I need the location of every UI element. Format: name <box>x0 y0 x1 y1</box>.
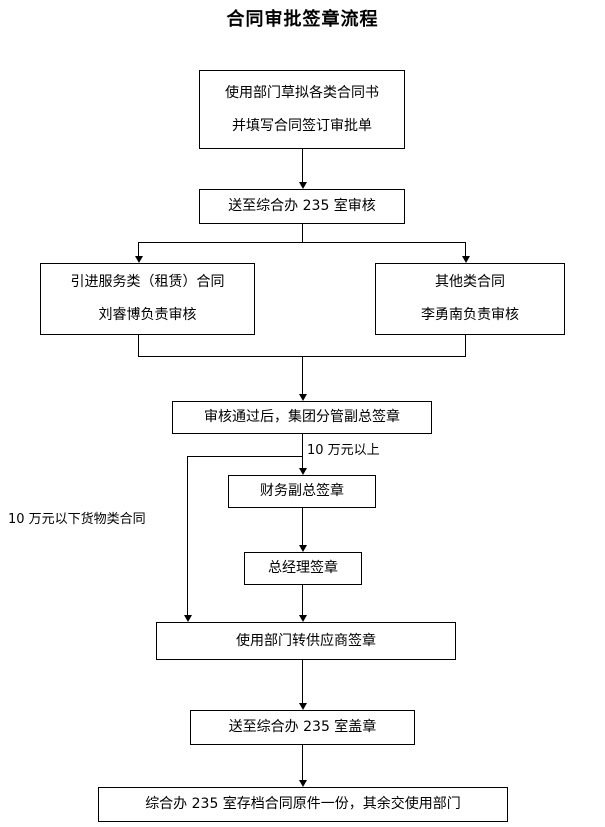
connector-draft-to-submit <box>302 149 303 182</box>
arrowhead-stamp-to-archive <box>299 780 307 787</box>
connector-merge-to-vp <box>302 356 303 394</box>
node-draft: 使用部门草拟各类合同书 并填写合同签订审批单 <box>199 70 405 149</box>
arrowhead-gm-to-supplier <box>299 615 307 622</box>
connector-supplier-to-stamp <box>302 660 303 703</box>
connector-submit-to-other <box>465 242 466 256</box>
node-draft-line2: 并填写合同签订审批单 <box>232 117 372 134</box>
node-other-contract-line2: 李勇南负责审核 <box>421 307 519 323</box>
node-archive-line1: 综合办 235 室存档合同原件一份，其余交使用部门 <box>145 796 461 813</box>
arrowhead-finance-to-gm <box>299 545 307 552</box>
edge-label-below-100k-goods: 10 万元以下货物类合同 <box>8 512 146 527</box>
node-finance-vp-sign: 财务副总签章 <box>228 475 376 508</box>
arrowhead-draft-to-submit <box>299 182 307 189</box>
node-submit-review-line1: 送至综合办 235 室审核 <box>228 198 376 215</box>
node-stamp-office: 送至综合办 235 室盖章 <box>190 710 415 745</box>
node-finance-vp-sign-line1: 财务副总签章 <box>260 483 344 500</box>
arrowhead-submit-to-other <box>462 256 470 263</box>
arrowhead-merge-to-vp <box>299 394 307 401</box>
connector-vp-split-bar <box>187 456 303 457</box>
connector-submit-split-stem <box>302 224 303 242</box>
connector-submit-split-bar <box>138 242 465 243</box>
node-gm-sign-line1: 总经理签章 <box>268 560 338 577</box>
node-lease-contract-line1: 引进服务类（租赁）合同 <box>70 274 225 291</box>
arrowhead-supplier-to-stamp <box>299 703 307 710</box>
connector-finance-to-gm <box>302 508 303 545</box>
connector-gm-to-supplier <box>302 585 303 615</box>
node-supplier-sign-line1: 使用部门转供应商签章 <box>236 632 376 649</box>
node-other-contract-line1: 其他类合同 <box>435 274 505 291</box>
connector-stamp-to-archive <box>302 745 303 780</box>
node-vp-sign-line1: 审核通过后，集团分管副总签章 <box>204 409 400 426</box>
node-supplier-sign: 使用部门转供应商签章 <box>156 622 456 660</box>
arrowhead-vp-to-finance <box>299 468 307 475</box>
page-title: 合同审批签章流程 <box>226 9 379 30</box>
connector-lease-down <box>138 335 139 356</box>
connector-vp-split-stem <box>302 434 303 456</box>
node-stamp-office-line1: 送至综合办 235 室盖章 <box>228 719 377 736</box>
arrowhead-submit-to-lease <box>135 256 143 263</box>
connector-submit-to-lease <box>138 242 139 256</box>
node-gm-sign: 总经理签章 <box>244 552 362 585</box>
node-lease-contract: 引进服务类（租赁）合同 刘睿博负责审核 <box>40 263 255 335</box>
connector-other-down <box>465 335 466 356</box>
connector-vp-to-finance <box>302 456 303 472</box>
node-draft-line1: 使用部门草拟各类合同书 <box>225 84 379 101</box>
node-other-contract: 其他类合同 李勇南负责审核 <box>375 263 565 335</box>
arrowhead-bypass-to-supplier <box>184 615 192 622</box>
node-vp-sign: 审核通过后，集团分管副总签章 <box>172 401 432 434</box>
node-archive: 综合办 235 室存档合同原件一份，其余交使用部门 <box>98 787 508 822</box>
connector-vp-bypass-vertical <box>187 456 188 615</box>
edge-label-above-100k: 10 万元以上 <box>307 443 380 458</box>
node-lease-contract-line2: 刘睿博负责审核 <box>98 307 197 323</box>
node-submit-review: 送至综合办 235 室审核 <box>199 189 405 224</box>
